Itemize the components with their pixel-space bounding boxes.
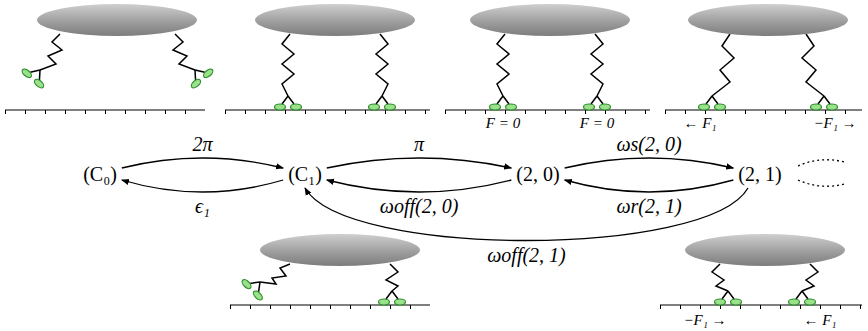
drawing-polyline: [712, 34, 734, 96]
rate-label: π: [412, 134, 426, 154]
transition-arrow: [565, 158, 734, 168]
transition-arrow: [327, 158, 512, 168]
force-label: −F₁ →: [813, 115, 856, 131]
drawing-use: [789, 291, 816, 305]
state-label: (2, 1): [738, 163, 781, 185]
state-label: (C₀): [83, 163, 117, 185]
transition-arrow: [305, 188, 748, 241]
drawing-ellipse: [260, 234, 420, 266]
drawing-use: [715, 291, 742, 305]
drawing-ellipse: [470, 4, 630, 36]
motor-one-bound-lower: [241, 234, 420, 305]
rate-label: ϵ₁: [193, 196, 212, 216]
track: [5, 110, 862, 307]
drawing-path: [798, 180, 845, 186]
motor-two-bound-stretched: [688, 4, 848, 110]
rate-label: ωr(2, 1): [614, 196, 683, 216]
drawing-use: [21, 61, 51, 89]
drawing-use: [275, 96, 302, 110]
motor-two-bound-compressed: [685, 234, 845, 305]
motor-unbound: [21, 4, 215, 89]
drawing-ellipse: [37, 4, 197, 36]
drawing-use: [369, 96, 396, 110]
force-label: ← F₁: [803, 312, 836, 328]
motor-one-bound: [255, 4, 415, 110]
drawing-use: [185, 61, 215, 89]
state-label: (2, 0): [516, 163, 559, 185]
force-label: F = 0: [580, 115, 614, 131]
drawing-use: [241, 272, 270, 301]
drawing-ellipse: [255, 4, 415, 36]
drawing-polyline: [40, 34, 62, 70]
dotted-continuation: [798, 160, 845, 187]
transition-arrow: [122, 180, 283, 192]
rate-label: 2π: [190, 134, 214, 154]
drawing-polyline: [712, 264, 728, 291]
transition-arrow: [327, 180, 512, 192]
drawing-polyline: [386, 264, 398, 291]
drawing-polyline: [802, 34, 824, 96]
drawing-use: [490, 96, 517, 110]
drawing-ellipse: [685, 234, 845, 266]
state-node: (C₀): [80, 162, 120, 186]
drawing-polyline: [497, 34, 509, 96]
state-node: (C₁): [285, 162, 325, 186]
rate-label: ωoff(2, 1): [485, 245, 568, 265]
drawing-path: [798, 160, 845, 166]
drawing-polyline: [802, 264, 818, 291]
drawing-path: [5, 112, 862, 307]
force-label: −F₁ →: [683, 312, 726, 328]
drawing-ellipse: [688, 4, 848, 36]
transition-arrow: [565, 180, 734, 192]
drawing-polyline: [282, 34, 294, 96]
drawing-polyline: [376, 34, 388, 96]
drawing-use: [699, 96, 726, 110]
state-node: (2, 0): [513, 162, 562, 186]
motor-two-bound-relaxed: [470, 4, 630, 110]
transition-arrow: [122, 158, 283, 168]
drawing-use: [811, 96, 838, 110]
state-node: (2, 1): [735, 162, 784, 186]
force-label: ← F₁: [683, 115, 716, 131]
drawing-use: [584, 96, 611, 110]
rate-label: ωs(2, 0): [614, 134, 683, 154]
force-label: F = 0: [486, 115, 520, 131]
drawing-polyline: [260, 264, 290, 284]
drawing-polyline: [591, 34, 603, 96]
drawing-use: [379, 291, 406, 305]
drawing-polyline: [173, 34, 195, 70]
state-label: (C₁): [288, 163, 322, 185]
rate-label: ωoff(2, 0): [378, 196, 461, 216]
drawing-path: [5, 110, 862, 305]
